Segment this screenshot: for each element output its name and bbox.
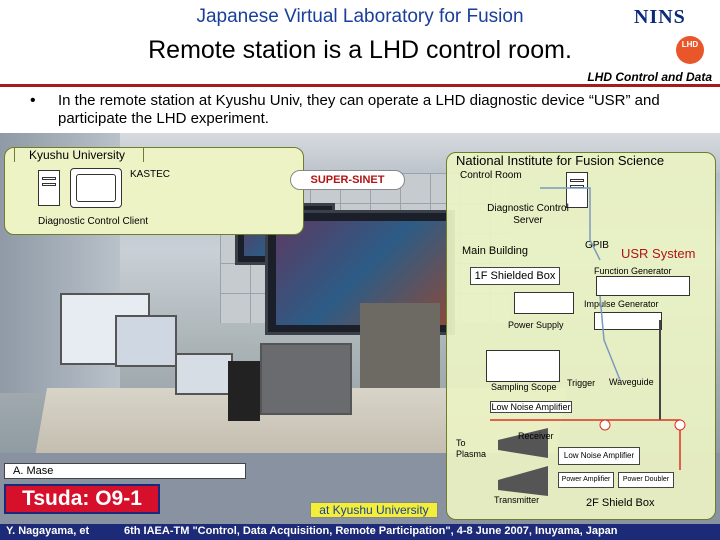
impulse-generator-icon <box>594 312 662 330</box>
footer-conference: 6th IAEA-TM "Control, Data Acquisition, … <box>124 525 618 537</box>
splitter-icon <box>674 419 686 431</box>
waveguide-label: Waveguide <box>609 377 654 387</box>
photo-monitor-2 <box>115 315 177 367</box>
gpib-cable <box>540 187 601 261</box>
nins-logo: NINS <box>634 6 686 28</box>
supersinet-badge: SUPER-SINET <box>290 170 405 190</box>
sampling-scope-label: Sampling Scope <box>491 382 557 392</box>
signal-cable <box>599 295 621 381</box>
shielded-box-1f: 1F Shielded Box <box>470 267 560 285</box>
diagnostic-server-label: Diagnostic Control Server <box>487 203 569 226</box>
control-room-label: Control Room <box>460 170 522 181</box>
kyushu-title: Kyushu University <box>14 147 144 162</box>
power-supply-label: Power Supply <box>508 320 564 330</box>
shield-box-2f-label: 2F Shield Box <box>586 497 655 509</box>
to-plasma-label: To Plasma <box>456 438 487 459</box>
section-tag: LHD Control and Data <box>587 70 712 84</box>
function-generator-icon <box>596 276 690 296</box>
nifs-title: National Institute for Fusion Science <box>456 153 665 168</box>
gpib-label: GPIB <box>585 240 609 251</box>
usr-system-label: USR System <box>621 246 696 261</box>
client-monitor-icon <box>70 168 122 208</box>
slide-title: Remote station is a LHD control room. <box>148 36 572 64</box>
header-divider <box>0 84 720 87</box>
bullet-marker: • <box>30 92 36 109</box>
lhd-logo: LHD <box>676 36 704 64</box>
slide-subtitle: Japanese Virtual Laboratory for Fusion <box>196 6 524 27</box>
trigger-label: Trigger <box>567 378 596 388</box>
photo-monitor-4 <box>175 353 233 395</box>
power-supply-icon <box>514 292 574 314</box>
client-pc-icon <box>38 170 60 206</box>
footer-author: Y. Nagayama, et <box>6 525 90 537</box>
presenter-badge: A. Mase <box>4 463 246 479</box>
location-badge: at Kyushu University <box>310 502 438 518</box>
main-building-label: Main Building <box>462 245 529 257</box>
bullet-text: In the remote station at Kyushu Univ, th… <box>58 92 660 127</box>
power-doubler-box: Power Doubler <box>618 472 674 488</box>
impulse-generator-label: Impulse Generator <box>584 299 659 309</box>
photo-monitor-3 <box>260 343 352 415</box>
mixer-icon <box>599 419 611 431</box>
sampling-scope-icon <box>486 350 560 382</box>
diagnostic-client-label: Diagnostic Control Client <box>38 216 149 227</box>
transmitter-label: Transmitter <box>494 495 540 505</box>
receiver-label: Receiver <box>518 431 554 441</box>
power-amplifier-box: Power Amplifier <box>558 472 614 488</box>
low-noise-amplifier-box: Low Noise Amplifier <box>490 401 572 413</box>
low-noise-amplifier-2-box: Low Noise Amplifier <box>558 447 640 465</box>
session-badge: Tsuda: O9-1 <box>4 484 160 514</box>
function-generator-label: Function Generator <box>594 266 672 276</box>
receiver-antenna-icon <box>498 428 548 458</box>
kastec-label: KASTEC <box>130 169 171 180</box>
transmitter-antenna-icon <box>498 466 548 496</box>
footer-bar <box>0 524 720 540</box>
photo-pc-tower <box>228 361 260 421</box>
